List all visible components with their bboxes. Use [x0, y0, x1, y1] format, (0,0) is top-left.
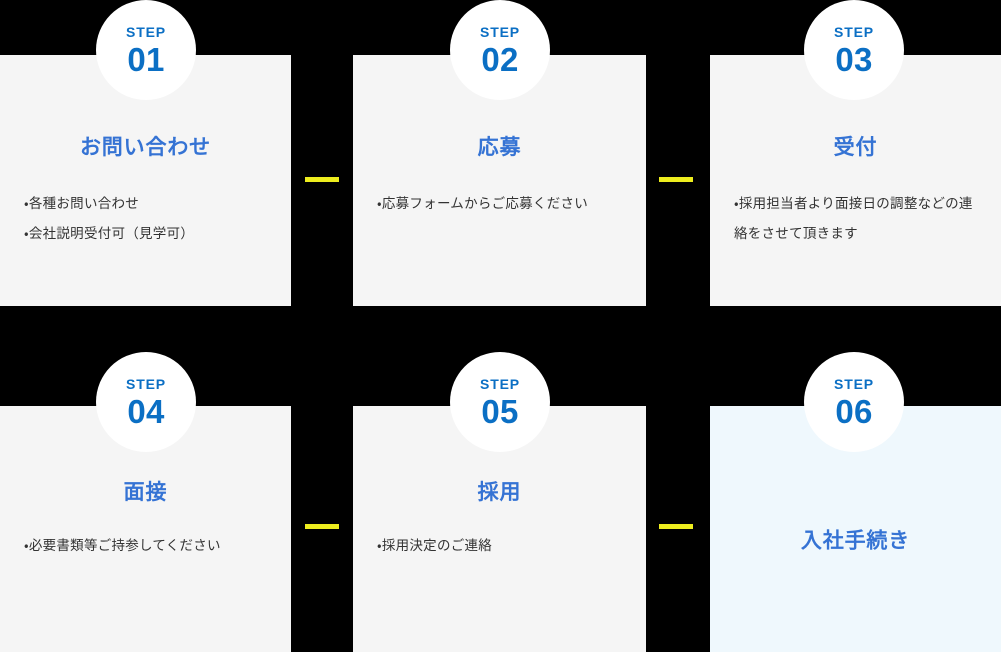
- step-badge-01-label: STEP: [126, 23, 166, 40]
- connector-dash-02-03: [659, 177, 693, 182]
- connector-dash-04-05: [305, 524, 339, 529]
- step-badge-06-label: STEP: [834, 375, 874, 392]
- step-card-03-inner: 受付 ・採用担当者より面接日の調整などの連絡をさせて頂きます: [710, 55, 1001, 306]
- step-badge-05-number: 05: [481, 392, 519, 430]
- step-card-02-body: ・応募フォームからご応募ください: [377, 189, 628, 219]
- step-badge-01-number: 01: [127, 40, 165, 78]
- step-card-03-body: ・採用担当者より面接日の調整などの連絡をさせて頂きます: [734, 189, 983, 248]
- step-card-05-inner: 採用 ・採用決定のご連絡: [353, 406, 646, 652]
- step-badge-03-label: STEP: [834, 23, 874, 40]
- step-card-04-body-line-1: ・必要書類等ご持参してください: [24, 538, 221, 553]
- step-card-02-inner: 応募 ・応募フォームからご応募ください: [353, 55, 646, 306]
- step-card-03-body-line-1: ・採用担当者より面接日の調整などの連絡をさせて頂きます: [734, 196, 973, 241]
- step-card-05-body-line-1: ・採用決定のご連絡: [377, 538, 493, 553]
- step-card-04-heading: 面接: [123, 481, 168, 504]
- step-badge-05-label: STEP: [480, 375, 520, 392]
- step-card-04-inner: 面接 ・必要書類等ご持参してください: [0, 406, 291, 652]
- step-badge-06: STEP 06: [804, 352, 904, 452]
- connector-dash-05-06: [659, 524, 693, 529]
- step-badge-02-label: STEP: [480, 23, 520, 40]
- step-badge-04-label: STEP: [126, 375, 166, 392]
- connector-dash-01-02: [305, 177, 339, 182]
- step-badge-06-number: 06: [835, 392, 873, 430]
- step-badge-01: STEP 01: [96, 0, 196, 100]
- step-card-06-inner: 入社手続き: [710, 406, 1001, 652]
- step-badge-05: STEP 05: [450, 352, 550, 452]
- step-badge-04: STEP 04: [96, 352, 196, 452]
- step-card-05-heading: 採用: [477, 481, 522, 504]
- step-card-04-body: ・必要書類等ご持参してください: [24, 531, 273, 561]
- step-card-01-body: ・各種お問い合わせ ・会社説明受付可（見学可）: [24, 189, 273, 248]
- step-badge-04-number: 04: [127, 392, 165, 430]
- step-card-01-heading: お問い合わせ: [79, 136, 212, 159]
- step-card-02-body-line-1: ・応募フォームからご応募ください: [377, 196, 589, 211]
- step-badge-03: STEP 03: [804, 0, 904, 100]
- step-card-01-body-line-2: ・会社説明受付可（見学可）: [24, 225, 195, 241]
- step-card-01-inner: お問い合わせ ・各種お問い合わせ ・会社説明受付可（見学可）: [0, 55, 291, 306]
- step-card-05-body: ・採用決定のご連絡: [377, 531, 628, 561]
- step-card-02-heading: 応募: [477, 136, 522, 159]
- step-card-06-heading: 入社手続き: [800, 529, 911, 553]
- step-card-03-heading: 受付: [833, 136, 878, 159]
- step-badge-03-number: 03: [835, 40, 873, 78]
- step-card-01-body-line-1: ・各種お問い合わせ: [24, 196, 140, 211]
- step-badge-02: STEP 02: [450, 0, 550, 100]
- step-badge-02-number: 02: [481, 40, 519, 78]
